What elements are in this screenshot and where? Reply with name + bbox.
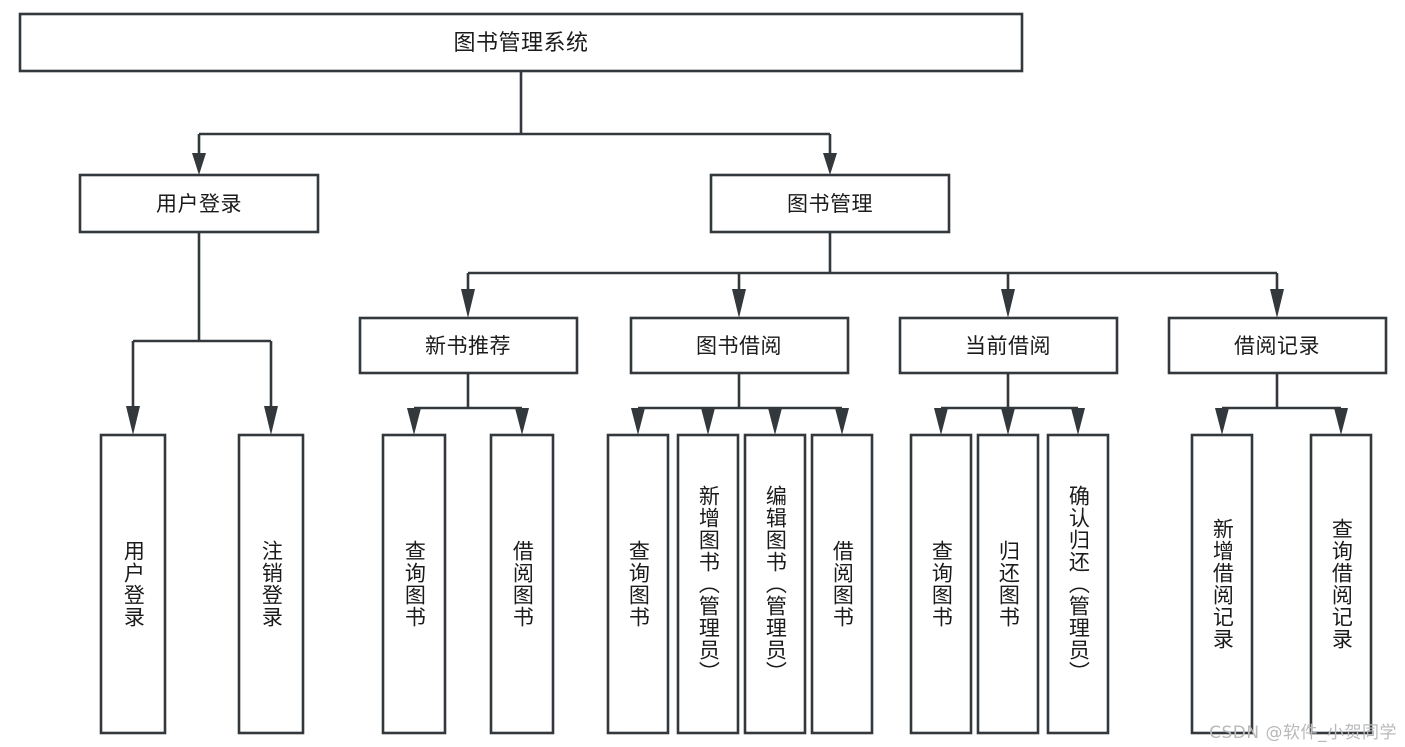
arrow-leaf-return-book — [1001, 408, 1015, 435]
node-new-book-rec-box[interactable] — [358, 316, 579, 375]
arrow-leaf-query-book-1 — [407, 408, 421, 435]
arrow-leaf-borrow-book-2 — [835, 408, 849, 435]
node-book-borrow-label: 图书借阅 — [696, 334, 782, 358]
leaf-user-logout-box[interactable] — [237, 433, 305, 735]
node-borrow-record[interactable]: 借阅记录 — [1167, 316, 1388, 375]
node-borrow-record-label: 借阅记录 — [1234, 334, 1320, 358]
leaf-edit-book-box[interactable] — [743, 433, 807, 735]
arrow-leaf-user-login — [126, 406, 140, 435]
node-new-book-rec[interactable]: 新书推荐 — [358, 316, 579, 375]
connectors — [126, 71, 1348, 435]
arrow-to-book-borrow — [732, 289, 746, 318]
node-current-borrow[interactable]: 当前借阅 — [898, 316, 1119, 375]
arrow-leaf-borrow-book-1 — [515, 408, 529, 435]
leaf-query-record-box[interactable] — [1309, 433, 1373, 735]
arrow-to-borrow-record — [1270, 289, 1284, 318]
node-book-manage-box[interactable] — [709, 173, 951, 234]
leaf-query-book-2-box[interactable] — [606, 433, 670, 735]
arrow-to-current-borrow — [1001, 289, 1015, 318]
arrow-leaf-confirm-return — [1071, 408, 1085, 435]
leaf-add-book-box[interactable] — [676, 433, 740, 735]
node-new-book-rec-label: 新书推荐 — [425, 334, 511, 358]
node-book-manage[interactable]: 图书管理 — [709, 173, 951, 234]
leaf-boxes — [99, 433, 1373, 735]
arrow-to-user-login — [192, 153, 206, 175]
node-current-borrow-box[interactable] — [898, 316, 1119, 375]
node-book-borrow-box[interactable] — [629, 316, 850, 375]
leaf-confirm-return-box[interactable] — [1046, 433, 1110, 735]
node-current-borrow-label: 当前借阅 — [965, 334, 1051, 358]
leaf-borrow-book-2-box[interactable] — [810, 433, 874, 735]
leaf-query-book-1-box[interactable] — [381, 433, 447, 735]
node-user-login[interactable]: 用户登录 — [78, 173, 320, 234]
leaf-query-book-3-box[interactable] — [909, 433, 973, 735]
arrow-leaf-add-book — [701, 408, 715, 435]
leaf-add-record-box[interactable] — [1190, 433, 1254, 735]
node-root[interactable]: 图书管理系统 — [18, 12, 1024, 73]
node-borrow-record-box[interactable] — [1167, 316, 1388, 375]
node-root-label: 图书管理系统 — [453, 31, 588, 56]
arrow-leaf-edit-book — [768, 408, 782, 435]
arrow-leaf-query-book-3 — [934, 408, 948, 435]
node-book-manage-label: 图书管理 — [787, 192, 873, 216]
node-user-login-box[interactable] — [78, 173, 320, 234]
arrow-leaf-query-record — [1334, 408, 1348, 435]
node-user-login-label: 用户登录 — [156, 192, 242, 216]
node-root-box[interactable] — [18, 12, 1024, 73]
leaf-return-book-box[interactable] — [976, 433, 1040, 735]
arrow-leaf-add-record — [1215, 408, 1229, 435]
arrow-leaf-query-book-2 — [631, 408, 645, 435]
arrow-leaf-user-logout — [264, 406, 278, 435]
arrow-to-book-manage — [823, 153, 837, 175]
csdn-watermark: CSDN @软件_小贺同学 — [1209, 723, 1397, 743]
node-book-borrow[interactable]: 图书借阅 — [629, 316, 850, 375]
leaf-user-login-box[interactable] — [99, 433, 167, 735]
leaf-borrow-book-1-box[interactable] — [489, 433, 555, 735]
arrow-to-new-book-rec — [461, 289, 475, 318]
